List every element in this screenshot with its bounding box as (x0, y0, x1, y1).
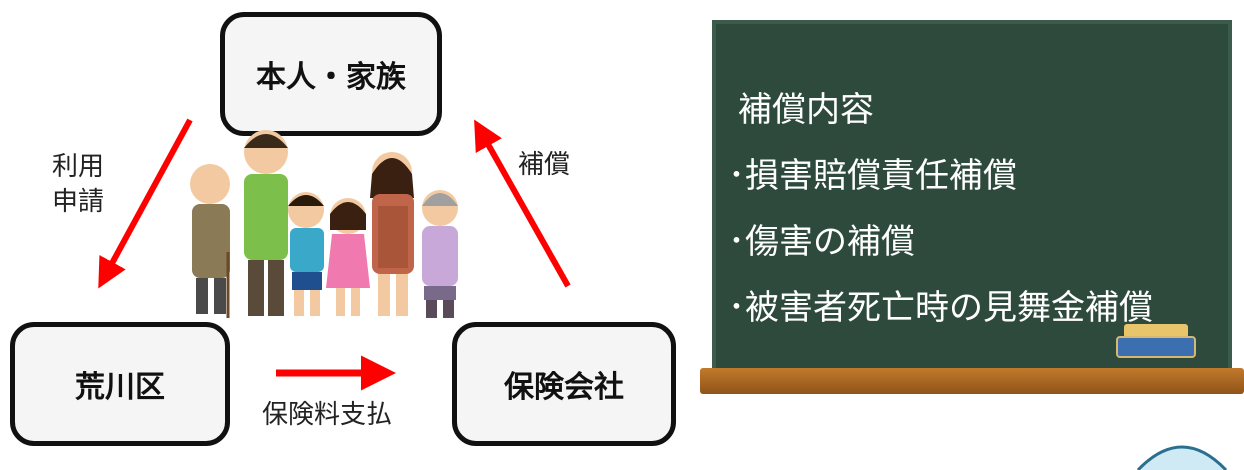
arrow-apply (98, 118, 193, 289)
eraser-handle (1124, 324, 1188, 338)
node-insurer-label: 保険会社 (504, 370, 624, 405)
mother-figure (370, 152, 414, 316)
node-family-label: 本人・家族 (256, 60, 406, 95)
family-illustration (190, 130, 458, 318)
girl-figure (326, 198, 370, 316)
node-family: 本人・家族 (220, 12, 442, 136)
node-ward-label: 荒川区 (75, 370, 165, 405)
blackboard-ledge (700, 368, 1244, 394)
grandmother-figure (422, 190, 458, 318)
decorative-drawing (1136, 445, 1228, 470)
node-insurer: 保険会社 (452, 322, 676, 446)
edge-label-apply-line1: 利用 (52, 152, 105, 182)
edge-label-apply-line2: 申請 (52, 187, 105, 218)
blackboard-item: ･損害賠償責任補償 (728, 156, 1017, 196)
blackboard: 補償内容 ･損害賠償責任補償 ･傷害の補償 ･被害者死亡時の見舞金補償 (712, 20, 1232, 368)
father-figure (244, 130, 288, 316)
blackboard-item: ･傷害の補償 (728, 222, 915, 262)
grandfather-figure (190, 164, 230, 318)
arrow-compensation (474, 119, 571, 288)
edge-label-premium: 保険料支払 (262, 400, 393, 430)
edge-label-apply: 利用 申請 (52, 150, 104, 220)
eraser-icon (1116, 336, 1196, 358)
blackboard-item: ･被害者死亡時の見舞金補償 (728, 288, 1153, 328)
boy-figure (288, 192, 324, 316)
blackboard-title: 補償内容 (738, 90, 874, 130)
diagram-arrows (98, 118, 571, 391)
node-ward: 荒川区 (10, 322, 230, 446)
edge-label-compensation: 補償 (518, 150, 571, 180)
